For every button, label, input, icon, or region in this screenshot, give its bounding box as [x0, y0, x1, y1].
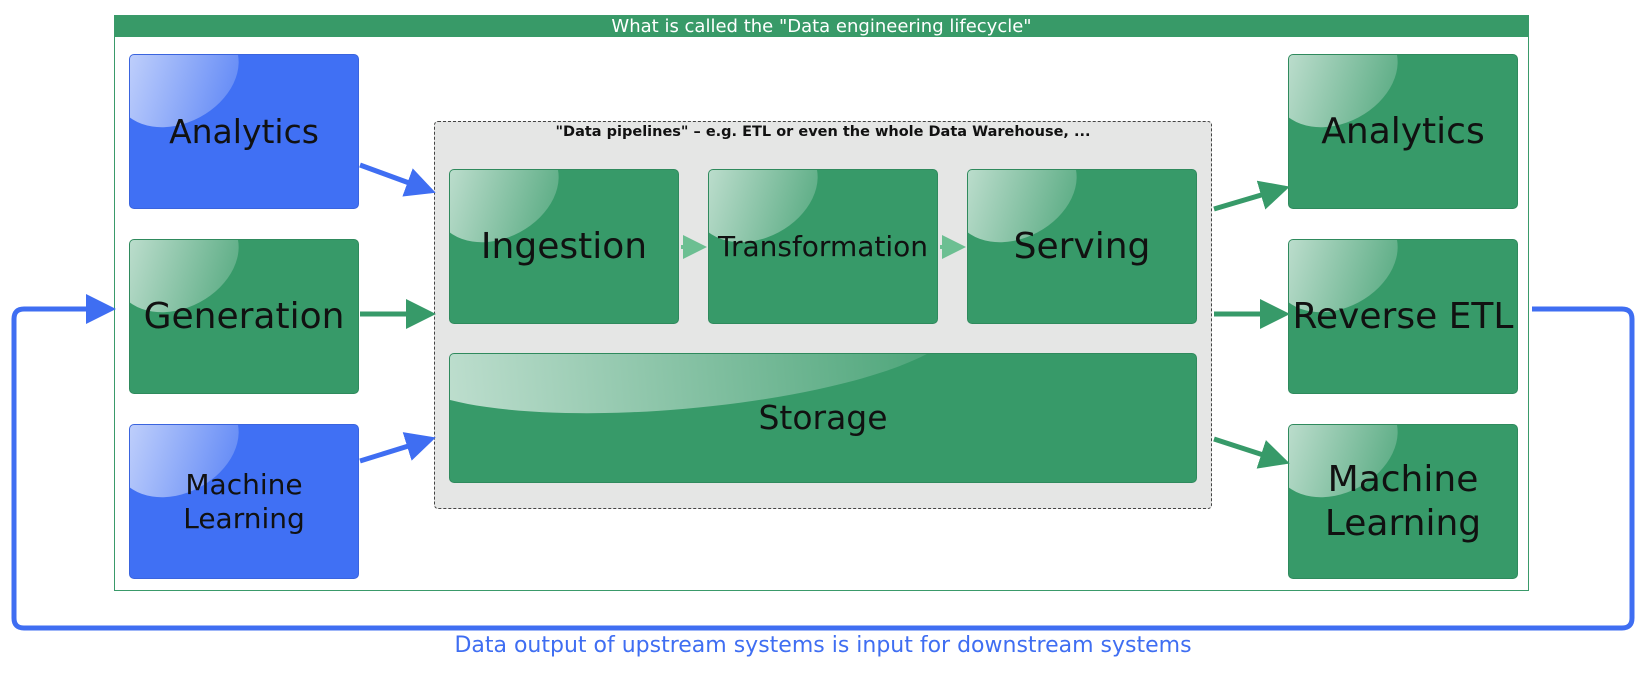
lifecycle-title: What is called the "Data engineering lif…	[115, 16, 1528, 37]
output-machine-learning-label: Machine Learning	[1324, 459, 1482, 544]
serving-box: Serving	[967, 169, 1197, 324]
reverse-etl-box: Reverse ETL	[1288, 239, 1518, 394]
output-machine-learning-box: Machine Learning	[1288, 424, 1518, 579]
source-analytics-label: Analytics	[169, 111, 319, 151]
source-analytics-box: Analytics	[129, 54, 359, 209]
transformation-label: Transformation	[717, 229, 929, 263]
generation-box: Generation	[129, 239, 359, 394]
source-machine-learning-label: Machine Learning	[183, 467, 305, 535]
feedback-loop-caption: Data output of upstream systems is input…	[454, 633, 1192, 658]
ingestion-label: Ingestion	[480, 225, 648, 267]
ingestion-box: Ingestion	[449, 169, 679, 324]
output-analytics-label: Analytics	[1321, 110, 1485, 152]
data-pipelines-title: "Data pipelines" – e.g. ETL or even the …	[555, 124, 1091, 140]
source-machine-learning-box: Machine Learning	[129, 424, 359, 579]
storage-label: Storage	[758, 398, 888, 438]
transformation-box: Transformation	[708, 169, 938, 324]
storage-box: Storage	[449, 353, 1197, 483]
reverse-etl-label: Reverse ETL	[1292, 295, 1514, 337]
serving-label: Serving	[1013, 225, 1151, 267]
generation-label: Generation	[143, 295, 345, 337]
output-analytics-box: Analytics	[1288, 54, 1518, 209]
